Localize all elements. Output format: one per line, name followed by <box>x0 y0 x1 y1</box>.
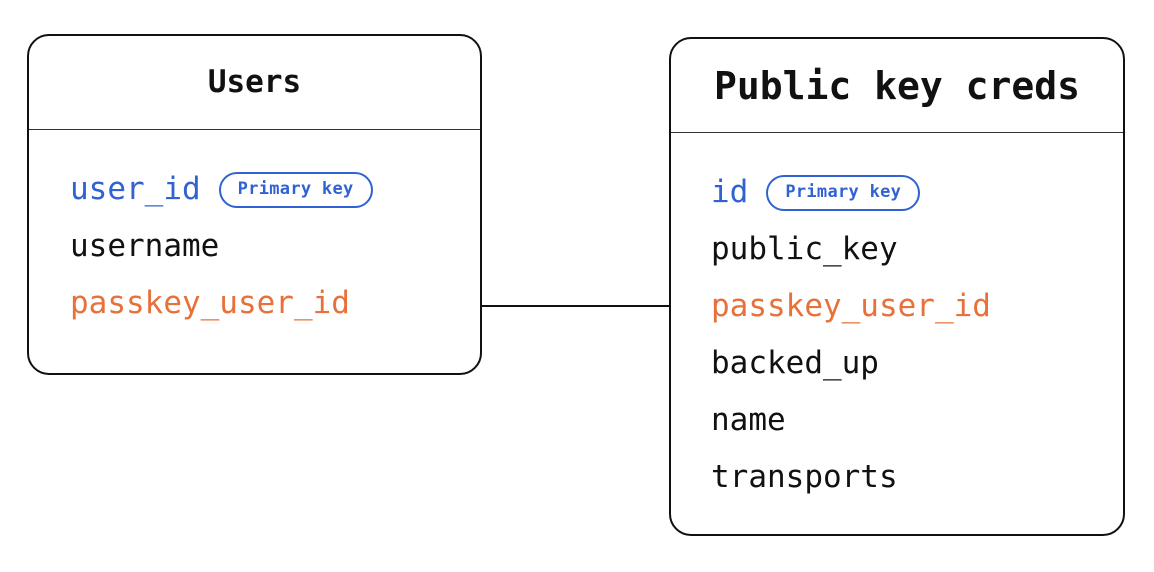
table-row[interactable]: user_id Primary key <box>29 161 480 218</box>
field-name-id: id <box>711 174 749 210</box>
table-row[interactable]: id Primary key <box>671 164 1123 221</box>
table-row[interactable]: username <box>29 218 480 275</box>
entity-table-public-key-creds[interactable]: Public key creds id Primary key public_k… <box>669 37 1125 536</box>
status-badge-primary-key: Primary key <box>766 174 921 211</box>
entity-header-users: Users <box>29 36 480 130</box>
status-badge-primary-key: Primary key <box>218 171 373 208</box>
entity-title-public-key-creds: Public key creds <box>713 63 1081 108</box>
field-name-public-key: public_key <box>711 231 898 267</box>
field-name-name: name <box>711 402 786 438</box>
field-name-username: username <box>70 228 220 264</box>
field-name-passkey-user-id: passkey_user_id <box>711 288 991 324</box>
entity-table-users[interactable]: Users user_id Primary key username passk… <box>27 34 482 375</box>
entity-fields-users: user_id Primary key username passkey_use… <box>29 130 480 373</box>
entity-header-public-key-creds: Public key creds <box>671 39 1123 133</box>
field-name-passkey-user-id: passkey_user_id <box>70 285 350 321</box>
table-row[interactable]: passkey_user_id <box>671 278 1123 335</box>
table-row[interactable]: passkey_user_id <box>29 275 480 332</box>
field-name-user-id: user_id <box>70 171 201 207</box>
table-row[interactable]: backed_up <box>671 335 1123 392</box>
field-name-backed-up: backed_up <box>711 345 879 381</box>
field-name-transports: transports <box>711 459 898 495</box>
entity-title-users: Users <box>207 64 302 100</box>
table-row[interactable]: name <box>671 392 1123 449</box>
table-row[interactable]: public_key <box>671 221 1123 278</box>
table-row[interactable]: transports <box>671 449 1123 506</box>
relationship-connector-passkey-user-id <box>481 305 671 307</box>
entity-fields-public-key-creds: id Primary key public_key passkey_user_i… <box>671 133 1123 534</box>
